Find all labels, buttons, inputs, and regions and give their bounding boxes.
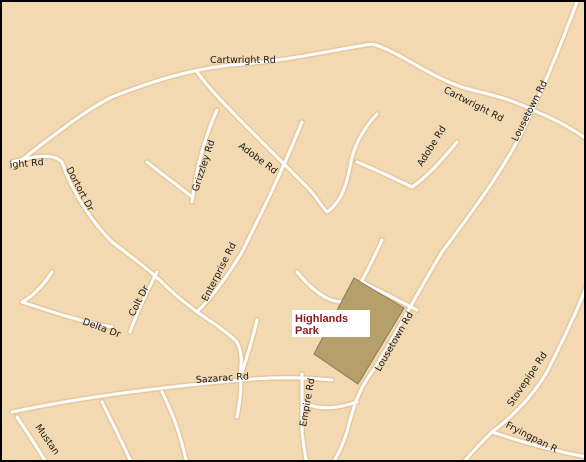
road-delta-casing xyxy=(19,269,115,330)
label-lousetown-upper: Lousetown Rd xyxy=(510,79,550,143)
road-sazarac[interactable] xyxy=(10,376,334,414)
label-grizzley: Grizzley Rd xyxy=(190,139,217,193)
road-park-right[interactable] xyxy=(360,280,419,312)
road-adobe[interactable] xyxy=(195,70,329,214)
road-colt[interactable] xyxy=(128,270,159,334)
road-lousetown[interactable] xyxy=(332,2,579,462)
park-name-line1: Highlands xyxy=(295,313,348,325)
road-dortort-spur[interactable] xyxy=(10,154,64,164)
road-empire-loop[interactable] xyxy=(300,400,359,410)
label-adobe-right: Adobe Rd xyxy=(415,124,449,169)
road-delta[interactable] xyxy=(20,270,114,329)
road-network xyxy=(9,2,586,462)
road-south-mid[interactable] xyxy=(100,400,132,462)
road-fryingpan[interactable] xyxy=(490,430,586,458)
road-stovepipe[interactable] xyxy=(490,282,586,434)
road-stovepipe-spur[interactable] xyxy=(462,430,494,462)
road-adobe-spur-right-casing xyxy=(354,139,460,190)
road-cartwright-right[interactable] xyxy=(535,110,586,140)
road-cartwright-left[interactable] xyxy=(10,95,114,169)
label-adobe-left: Adobe Rd xyxy=(236,141,279,177)
label-left-partial: ight Rd xyxy=(9,157,44,171)
road-sazarac-spur[interactable] xyxy=(240,318,259,374)
road-grizzley[interactable] xyxy=(190,108,219,204)
road-cartwright-top[interactable] xyxy=(110,42,539,114)
label-delta: Delta Dr xyxy=(81,316,122,340)
road-adobe-right[interactable] xyxy=(325,112,379,214)
label-colt: Colt Dr xyxy=(127,284,152,319)
road-grizzley-spur[interactable] xyxy=(145,160,194,199)
road-center-spine[interactable] xyxy=(195,310,243,419)
park-label[interactable]: Highlands Park xyxy=(292,310,370,337)
park-label-background xyxy=(292,310,370,337)
road-south-left[interactable] xyxy=(15,415,47,462)
label-enterprise: Enterprise Rd xyxy=(200,241,239,303)
road-empire[interactable] xyxy=(300,372,308,462)
label-dortort: Dortort Dr xyxy=(63,165,95,213)
road-lousetown-casing xyxy=(331,2,580,460)
road-south-mid2[interactable] xyxy=(160,390,188,462)
road-enterprise[interactable] xyxy=(195,120,304,314)
label-sazarac: Sazarac Rd xyxy=(195,371,249,386)
road-adobe-spur-right[interactable] xyxy=(355,140,459,189)
park-name-line2: Park xyxy=(295,325,320,337)
road-dortort[interactable] xyxy=(60,160,199,314)
label-cartwright-top: Cartwright Rd xyxy=(210,55,276,66)
